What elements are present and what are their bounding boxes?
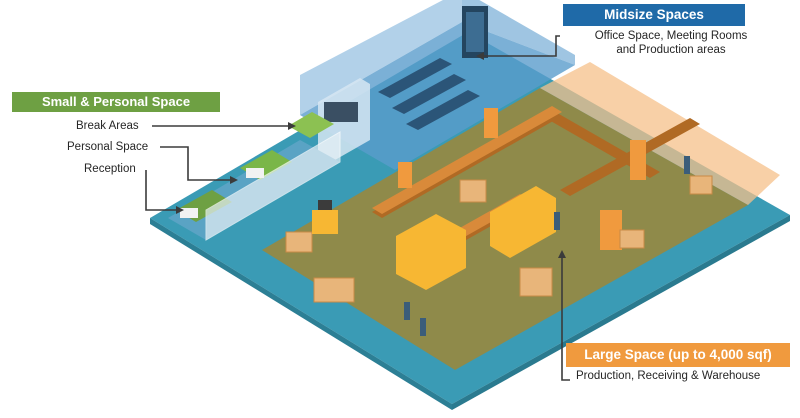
office-desks bbox=[378, 58, 480, 130]
break-area-pad bbox=[288, 112, 334, 138]
floor-base-edge bbox=[150, 218, 452, 410]
personal-space-label: Personal Space bbox=[67, 141, 149, 153]
midsize-caption-line2: and Production areas bbox=[616, 44, 726, 56]
small-personal-space-label: Small & Personal Space bbox=[12, 92, 220, 112]
midsize-zone-wall bbox=[300, 0, 462, 115]
production-machines bbox=[396, 186, 556, 290]
personal-space-leader bbox=[160, 146, 234, 181]
midsize-zone-wall-right bbox=[462, 0, 575, 65]
personal-desk bbox=[246, 168, 264, 178]
large-leader bbox=[561, 254, 570, 381]
server-rack-panel bbox=[466, 12, 484, 52]
break-areas-label: Break Areas bbox=[76, 120, 139, 132]
callout-lines bbox=[145, 35, 570, 381]
floor-base-edge-right bbox=[452, 215, 790, 410]
midsize-caption-line1: Office Space, Meeting Rooms bbox=[594, 30, 748, 42]
large-space-caption: Production, Receiving & Warehouse bbox=[576, 370, 761, 382]
forklift bbox=[312, 200, 338, 234]
arrow-heads bbox=[176, 52, 566, 258]
reception-label: Reception bbox=[84, 163, 136, 175]
midsize-spaces-label: Midsize Spaces bbox=[563, 4, 745, 26]
reception-desk bbox=[180, 208, 198, 218]
meeting-screen bbox=[324, 102, 358, 122]
robot-arms bbox=[398, 108, 646, 250]
large-space-highlight bbox=[540, 62, 780, 205]
midsize-leader bbox=[480, 35, 560, 57]
stacked-boxes bbox=[285, 175, 713, 303]
reception-leader bbox=[145, 170, 180, 211]
glass-cubicle-walls bbox=[205, 131, 341, 241]
workers bbox=[404, 156, 690, 336]
large-space-label: Large Space (up to 4,000 sqf) bbox=[566, 343, 790, 367]
midsize-caption: Office Space, Meeting Rooms and Producti… bbox=[566, 29, 776, 57]
